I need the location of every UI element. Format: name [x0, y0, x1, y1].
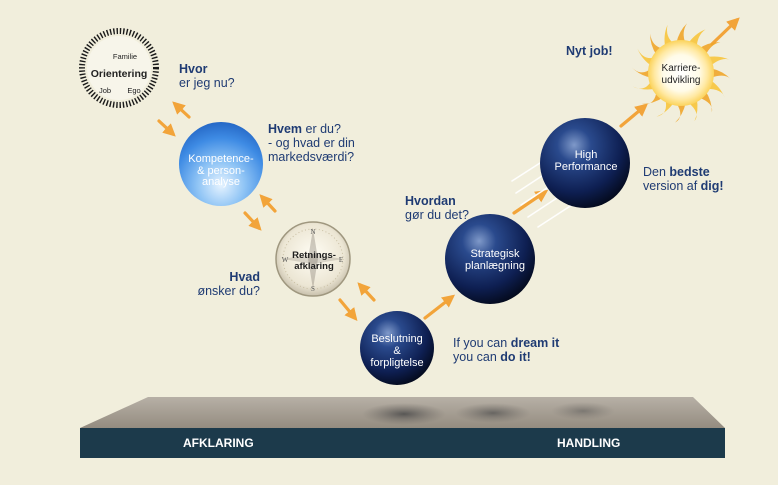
arrows	[157, 17, 740, 321]
hvem-line1: Hvem er du?	[268, 122, 341, 136]
arrow-up-6	[619, 103, 648, 128]
retning-line1: Retnings-	[292, 250, 336, 261]
beslutning-line1: Beslutning	[371, 333, 422, 345]
dial-label-job: Job	[99, 86, 111, 95]
compass-needle	[308, 229, 318, 289]
compass-south: S	[311, 285, 315, 293]
platform-front	[80, 428, 725, 458]
platform-label-handling: HANDLING	[557, 436, 620, 450]
sun-ray	[710, 68, 731, 79]
high-line1: High	[575, 149, 598, 161]
retning-line2: afklaring	[294, 261, 334, 272]
sun-ray	[676, 23, 687, 44]
hvem-rest1: er du?	[302, 122, 341, 136]
karriere-line1: Karriere-	[662, 63, 701, 74]
question-hvordan: Hvordan gør du det?	[405, 194, 469, 222]
dream-bold1: dream it	[511, 336, 560, 350]
sun-ray	[632, 79, 656, 90]
beslutning-line2: &	[393, 345, 401, 357]
arrow-up-1	[172, 101, 191, 119]
beslutning-line3: forpligtelse	[370, 357, 423, 369]
question-hvad: Hvad ønsker du?	[197, 270, 260, 298]
shadow-strategisk	[455, 403, 531, 423]
hvem-rest3: markedsværdi?	[268, 150, 354, 164]
sun-core	[648, 40, 714, 106]
arrow-down-3	[338, 298, 358, 321]
kompetence-line1: Kompetence-	[188, 153, 254, 165]
strategisk-line1: Strategisk	[471, 248, 520, 260]
high-performance-sphere: High Performance	[540, 118, 630, 208]
kompetence-ball	[179, 122, 263, 206]
dial-label-familie: Familie	[113, 52, 137, 61]
question-bedste: Den bedste version af dig!	[643, 165, 724, 193]
bedste-line1: Den bedste	[643, 165, 710, 179]
bedste-pre1: Den	[643, 165, 669, 179]
dream-line2: you can do it!	[453, 350, 531, 364]
arrow-up-5	[512, 189, 549, 215]
sphere-shadows	[362, 402, 615, 425]
strategisk-line2: planlægning	[465, 260, 525, 272]
orientering-dial: Familie Orientering Job Ego	[79, 28, 159, 108]
compass-west: W	[282, 256, 289, 264]
kompetence-line3: analyse	[202, 176, 240, 188]
shadow-high	[551, 402, 615, 420]
platform-label-afklaring: AFKLARING	[183, 436, 254, 450]
hvordan-bold: Hvordan	[405, 194, 456, 208]
karriere-sun: Karriere- udvikling	[631, 23, 731, 123]
strategisk-sphere: Strategisk planlægning	[445, 214, 535, 304]
strategisk-ball	[445, 214, 535, 304]
dial-face	[87, 36, 151, 100]
arrow-down-1	[157, 119, 176, 137]
dial-label-ego: Ego	[127, 86, 140, 95]
dream-line1: If you can dream it	[453, 336, 560, 350]
question-hvem: Hvem er du? - og hvad er din markedsværd…	[268, 122, 355, 164]
bedste-pre2: version af	[643, 179, 701, 193]
beslutning-ball	[360, 311, 434, 385]
compass-north: N	[310, 228, 315, 236]
hvor-rest: er jeg nu?	[179, 76, 235, 90]
shadow-beslutning	[362, 403, 446, 425]
arrow-up-4	[423, 294, 456, 320]
arrow-up-3	[357, 282, 376, 302]
bedste-bold2: dig!	[701, 179, 724, 193]
hvor-bold: Hvor	[179, 62, 208, 76]
beslutning-sphere: Beslutning & forpligtelse	[360, 311, 434, 385]
question-hvor: Hvor er jeg nu?	[179, 62, 235, 90]
nyt-job-label: Nyt job!	[566, 44, 613, 58]
bedste-line2: version af dig!	[643, 179, 724, 193]
question-dream: If you can dream it you can do it!	[453, 336, 560, 364]
hvem-bold: Hvem	[268, 122, 302, 136]
hvem-rest2: - og hvad er din	[268, 136, 355, 150]
dream-pre2: you can	[453, 350, 500, 364]
kompetence-line2: & person-	[197, 165, 245, 177]
high-performance-ball	[540, 118, 630, 208]
compass-body	[275, 221, 351, 297]
sun-ray	[675, 102, 686, 123]
karriere-line2: udvikling	[662, 75, 701, 86]
dream-pre1: If you can	[453, 336, 511, 350]
sun-ray	[631, 67, 652, 78]
dream-bold2: do it!	[500, 350, 531, 364]
arrow-up-2	[259, 194, 277, 213]
hvad-rest: ønsker du?	[197, 284, 260, 298]
arrow-down-2	[243, 211, 262, 231]
bedste-bold1: bedste	[669, 165, 709, 179]
hvordan-rest: gør du det?	[405, 208, 469, 222]
dial-label-orientering: Orientering	[91, 68, 148, 80]
hvad-bold: Hvad	[229, 270, 260, 284]
compass-east: E	[339, 256, 343, 264]
high-line2: Performance	[555, 161, 618, 173]
kompetence-sphere: Kompetence- & person- analyse	[179, 122, 263, 206]
retning-compass: N E S W Retnings- afklaring	[275, 221, 351, 297]
arrow-up-7	[710, 17, 740, 46]
